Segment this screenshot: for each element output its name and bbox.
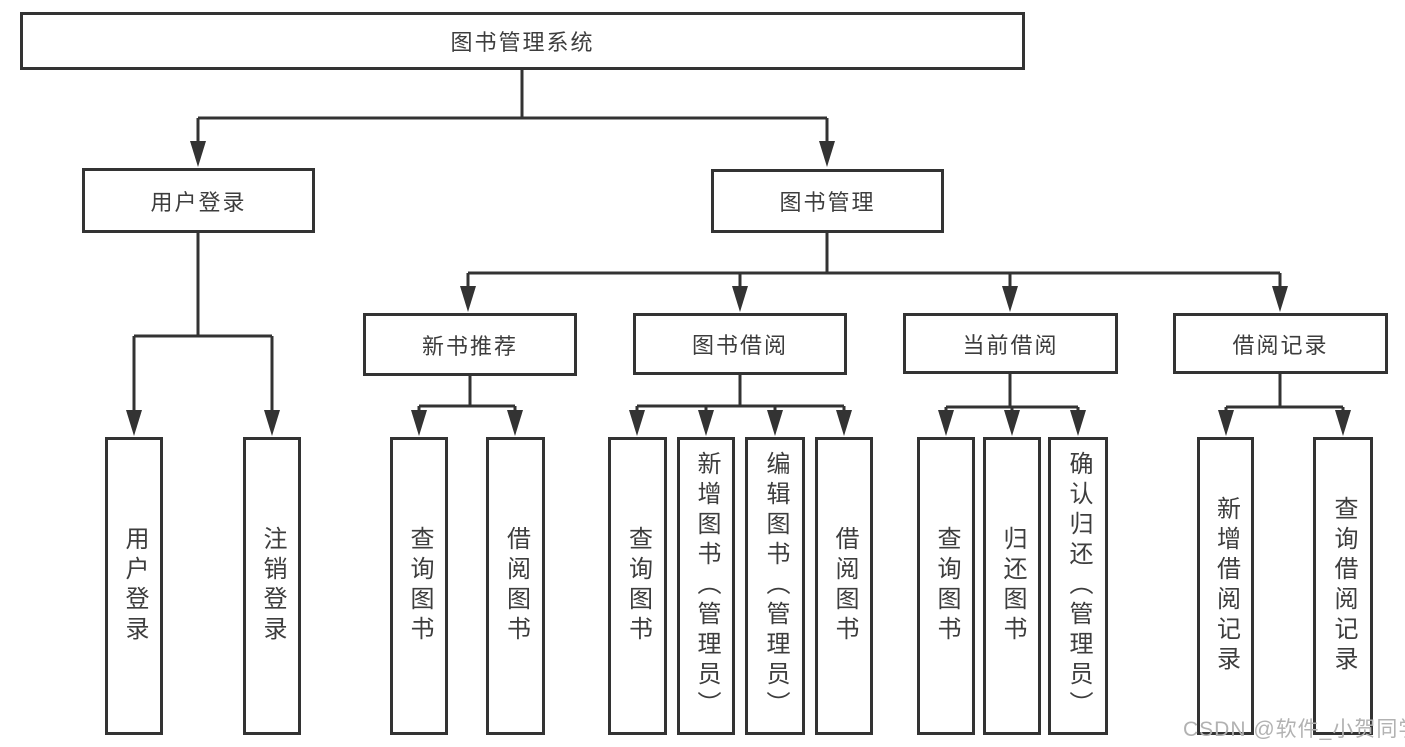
connector-currentborrow-to-leaves	[944, 374, 1080, 413]
node-new-books-label: 新书推荐	[421, 333, 518, 359]
node-root-label: 图书管理系统	[450, 30, 595, 55]
connector-usermgmt-to-leaves	[132, 233, 274, 413]
node-user-login: 用户登录	[82, 168, 315, 233]
connector-records-to-leaves	[1224, 374, 1345, 413]
node-book-mgmt: 图书管理	[711, 169, 944, 233]
node-leaf-add-borrow-record: 新增借阅记录	[1197, 437, 1254, 735]
node-current-borrow-label: 当前借阅	[962, 332, 1059, 358]
watermark: CSDN @软件_小贺同学	[1183, 718, 1405, 741]
node-current-borrow: 当前借阅	[903, 313, 1118, 374]
node-leaf-query-books-current: 查询图书	[917, 437, 975, 735]
node-leaf-query-borrow-record: 查询借阅记录	[1313, 437, 1373, 735]
node-book-borrow-label: 图书借阅	[691, 333, 788, 358]
connector-bookborrow-to-leaves	[635, 375, 846, 413]
node-leaf-user-login: 用户登录	[105, 437, 163, 735]
node-leaf-query-books-borrow: 查询图书	[608, 437, 667, 735]
node-leaf-borrow-books-borrow: 借阅图书	[815, 437, 873, 735]
node-leaf-return-book: 归还图书	[983, 437, 1041, 735]
node-borrow-records: 借阅记录	[1173, 313, 1388, 374]
node-leaf-add-book-admin: 新增图书（管理员）	[677, 437, 735, 735]
node-book-borrow: 图书借阅	[633, 313, 847, 375]
node-leaf-edit-book-admin: 编辑图书（管理员）	[745, 437, 805, 735]
node-leaf-logout: 注销登录	[243, 437, 301, 735]
connector-root-to-level2	[196, 70, 829, 144]
node-user-login-label: 用户登录	[150, 189, 247, 215]
arrowheads	[126, 141, 1351, 436]
connector-bookmgmt-to-level3	[466, 233, 1282, 289]
connector-newbooks-to-leaves	[417, 376, 517, 413]
node-leaf-borrow-books-newbooks: 借阅图书	[486, 437, 545, 735]
node-root: 图书管理系统	[20, 12, 1025, 70]
node-new-books: 新书推荐	[363, 313, 577, 376]
node-book-mgmt-label: 图书管理	[779, 190, 876, 215]
node-borrow-records-label: 借阅记录	[1232, 332, 1329, 358]
node-leaf-query-books-newbooks: 查询图书	[390, 437, 448, 735]
node-leaf-confirm-return-admin: 确认归还（管理员）	[1048, 437, 1108, 735]
